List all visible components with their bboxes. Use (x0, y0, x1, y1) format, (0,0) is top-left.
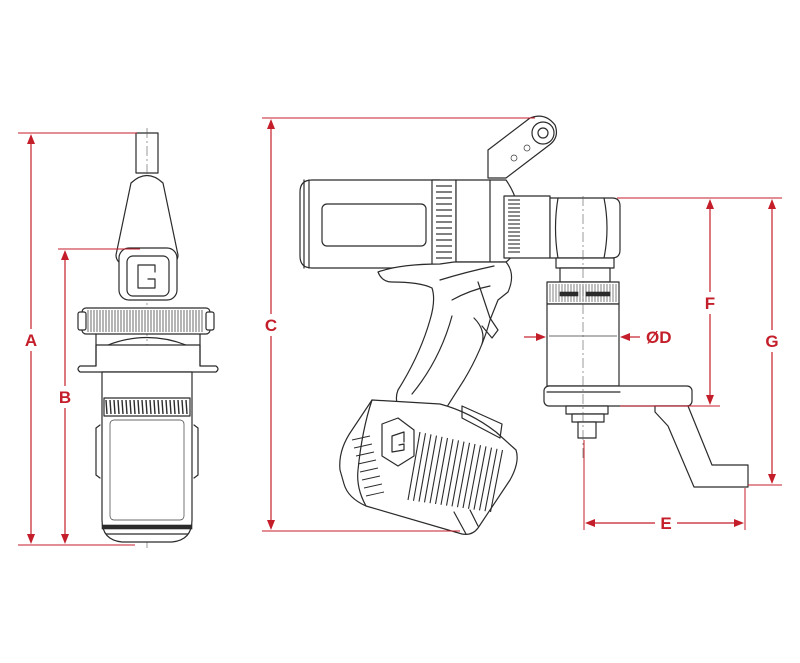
label-E: E (660, 514, 671, 533)
front-view-tool (77, 128, 219, 548)
dimension-C: C (260, 117, 535, 532)
dimension-F: F (617, 197, 782, 407)
label-G: G (765, 332, 778, 351)
label-C: C (265, 316, 277, 335)
gear-teeth-side (508, 199, 520, 253)
vent-slots (436, 185, 452, 259)
knurl-pattern (87, 310, 203, 332)
label-B: B (59, 388, 71, 407)
side-view-tool (299, 115, 749, 535)
logo-icon (137, 264, 156, 289)
cooling-fins (351, 431, 504, 513)
dimension-A: A (18, 132, 137, 546)
label-F: F (705, 294, 715, 313)
dimension-D: ØD (524, 328, 672, 347)
dimension-B: B (54, 248, 140, 544)
label-A: A (25, 331, 37, 350)
dimension-G: G (748, 199, 783, 486)
dimension-E: E (583, 440, 746, 534)
label-D: ØD (646, 328, 672, 347)
battery-logo-icon (381, 417, 415, 467)
